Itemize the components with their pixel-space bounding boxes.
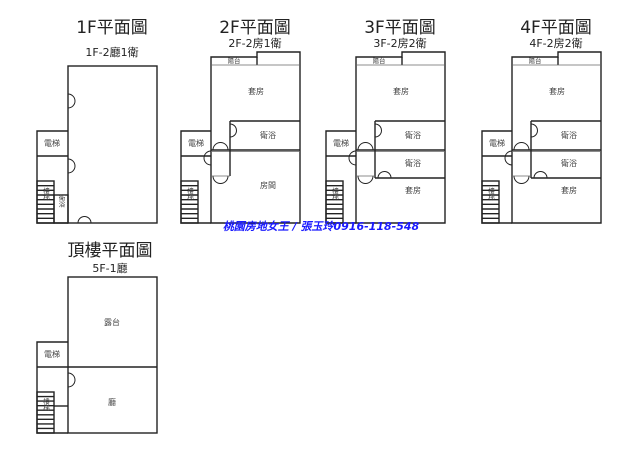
- door-icon: [67, 93, 76, 109]
- elevator-label: 電梯: [188, 138, 204, 148]
- door-icon: [203, 150, 212, 166]
- stairs-outline: [36, 391, 55, 434]
- door-icon: [504, 150, 513, 166]
- suite-label: 套房: [561, 185, 577, 195]
- plan-title: 4F平面圖: [520, 18, 592, 38]
- door-icon: [212, 175, 229, 184]
- elevator-label: 電梯: [44, 349, 60, 359]
- staircase: 樓梯: [481, 180, 500, 224]
- living-room-label: 廳: [108, 397, 116, 407]
- stairs-label: 樓梯: [331, 186, 339, 202]
- outer-wall: [210, 51, 301, 224]
- main-room: [67, 276, 158, 434]
- staircase: 樓梯: [180, 180, 199, 224]
- plan-title: 1F平面圖: [76, 18, 148, 38]
- stairs-label: 樓梯: [186, 186, 194, 202]
- door-icon: [229, 123, 237, 138]
- stairs-outline: [180, 180, 199, 224]
- staircase: 樓梯: [36, 391, 55, 434]
- door-icon: [513, 142, 530, 151]
- stairs-label: 樓梯: [42, 186, 50, 202]
- staircase: 樓梯: [36, 180, 55, 224]
- outer-wall: [355, 51, 446, 224]
- bathroom-label: 衛浴: [561, 158, 577, 168]
- door-icon: [67, 158, 76, 174]
- plan-title: 2F平面圖: [219, 18, 291, 38]
- bathroom-label: 衛浴: [561, 130, 577, 140]
- plan-subtitle: 5F-1廳: [92, 261, 127, 275]
- plan-title: 3F平面圖: [364, 18, 436, 38]
- stairs-label: 樓梯: [487, 186, 495, 202]
- terrace-label: 露台: [104, 317, 120, 327]
- plan-subtitle: 1F-2廳1衛: [85, 45, 138, 59]
- suite-label: 套房: [393, 86, 409, 96]
- outer-wall: [511, 51, 602, 224]
- balcony-label: 陽台: [373, 56, 386, 65]
- elevator-label: 電梯: [333, 138, 349, 148]
- elevator-label: 電梯: [489, 138, 505, 148]
- door-icon: [212, 142, 229, 151]
- plan-title: 頂樓平面圖: [68, 241, 153, 261]
- bathroom-label: 衛浴: [260, 130, 276, 140]
- room-label: 房間: [260, 180, 276, 190]
- plan-subtitle: 4F-2房2衛: [529, 37, 582, 50]
- staircase: 樓梯: [325, 180, 344, 224]
- door-icon: [67, 372, 76, 388]
- suite-label: 套房: [549, 86, 565, 96]
- balcony-label: 陽台: [529, 56, 542, 65]
- suite-label: 套房: [248, 86, 264, 96]
- door-icon: [77, 216, 92, 224]
- plan-subtitle: 2F-2房1衛: [228, 37, 281, 50]
- door-icon: [374, 123, 382, 138]
- door-icon: [530, 123, 538, 138]
- bathroom-label: 衛浴: [405, 130, 421, 140]
- door-icon: [348, 150, 357, 166]
- suite-label: 套房: [405, 185, 421, 195]
- stairs-label: 樓梯: [42, 397, 50, 413]
- bathroom-label: 衛浴: [405, 158, 421, 168]
- door-icon: [357, 142, 374, 151]
- door-icon: [357, 175, 374, 184]
- watermark-text: 桃園房地女王 / 張玉玲0916-118-548: [223, 220, 420, 233]
- elevator-label: 電梯: [44, 138, 60, 148]
- door-icon: [533, 171, 548, 179]
- stairs-outline: [481, 180, 500, 224]
- plan-subtitle: 3F-2房2衛: [373, 37, 426, 50]
- door-icon: [513, 175, 530, 184]
- door-icon: [377, 171, 392, 179]
- main-room: [67, 65, 158, 224]
- stairs-outline: [325, 180, 344, 224]
- bathroom-label: 衛浴: [57, 193, 65, 209]
- balcony-label: 陽台: [228, 56, 241, 65]
- bathroom: [53, 194, 69, 224]
